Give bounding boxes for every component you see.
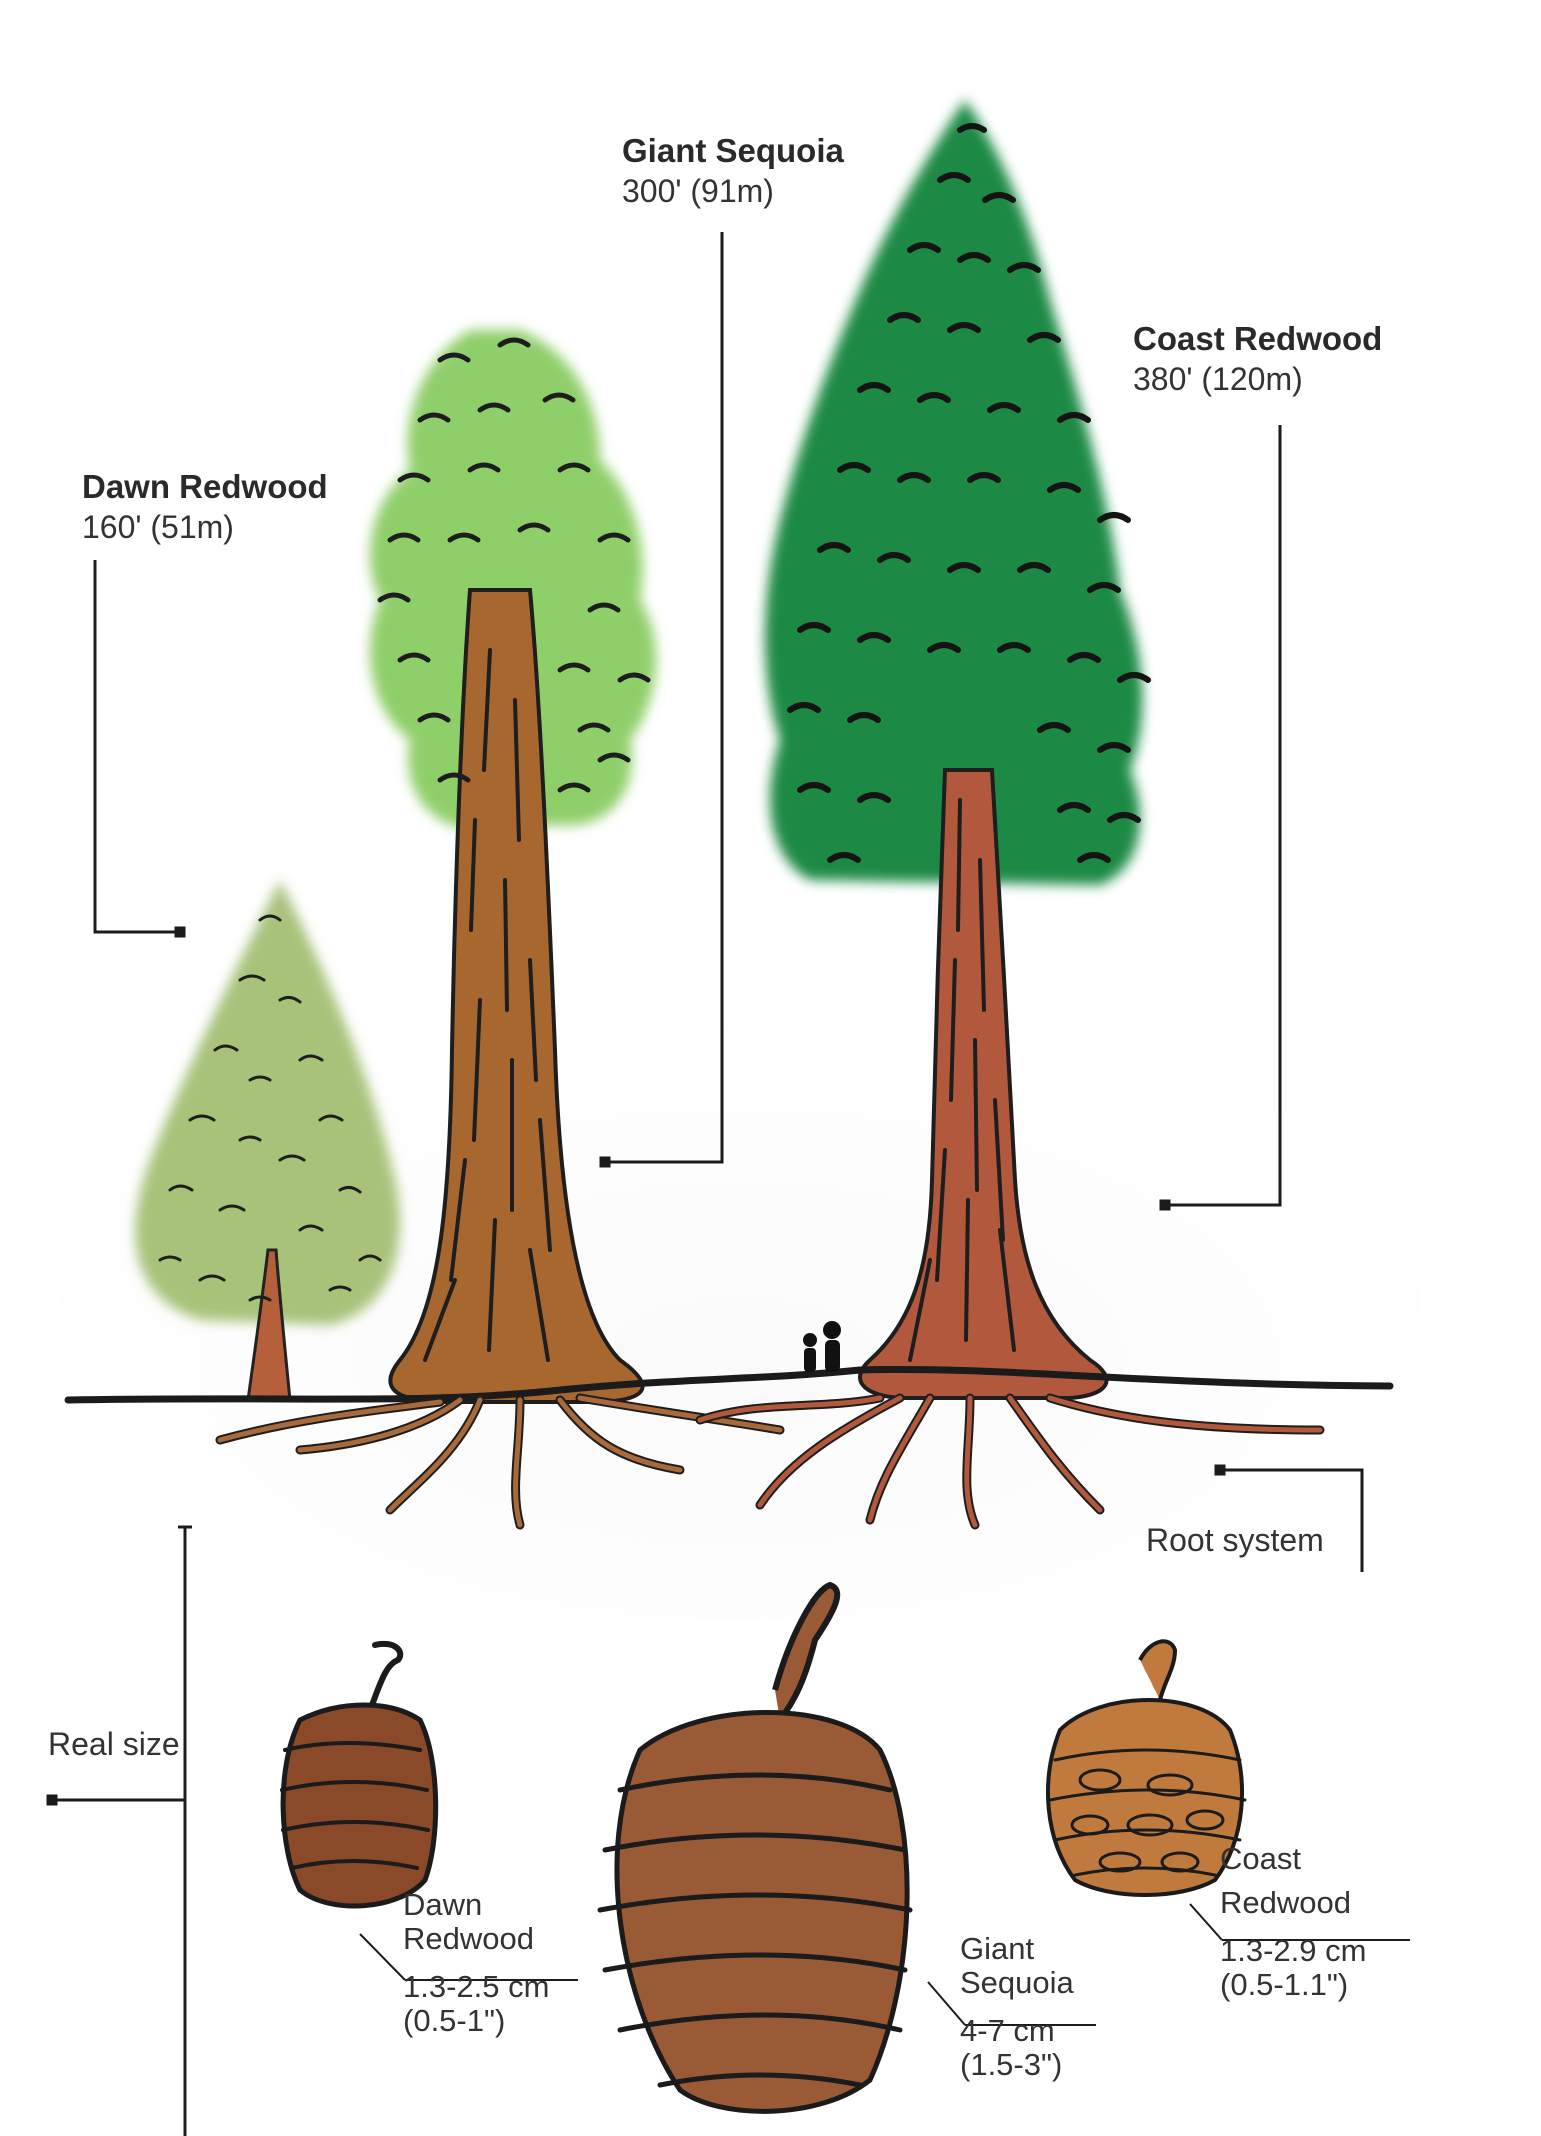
- coast-redwood-cone-size-inch: (0.5-1.1"): [1220, 1967, 1349, 2003]
- giant-sequoia-leader: [605, 232, 724, 1164]
- ground-line: [64, 1365, 1394, 1404]
- dawn-redwood-leader: [93, 560, 180, 934]
- people-silhouettes: [803, 1321, 841, 1372]
- giant-sequoia-label: Giant Sequoia 300' (91m): [622, 130, 844, 211]
- giant-sequoia-bark-marks: [423, 648, 552, 1362]
- dawn-redwood-cone-name-2: Redwood: [403, 1921, 534, 1957]
- leader-lines: [46, 232, 1410, 2136]
- coast-redwood-cone-name-1: Coast: [1220, 1841, 1301, 1876]
- giant-sequoia-cone: [597, 1581, 913, 2114]
- giant-sequoia-cone-name-2: Sequoia: [960, 1965, 1074, 2001]
- coast-redwood-cone-size: 1.3-2.9 cm: [1220, 1933, 1367, 1969]
- root-system-drawing: [215, 1393, 1325, 1530]
- giant-sequoia-name: Giant Sequoia: [622, 132, 844, 169]
- coast-redwood-foliage-marks: [787, 123, 1151, 863]
- dawn-redwood-cone-label: Dawn Redwood 1.3-2.5 cm (0.5-1"): [403, 1887, 550, 2039]
- giant-sequoia-height: 300' (91m): [622, 173, 774, 210]
- giant-sequoia-cone-size-inch: (1.5-3"): [960, 2047, 1063, 2083]
- giant-sequoia-tree: [370, 330, 657, 1404]
- root-system-leader: [1220, 1468, 1364, 1572]
- real-size-label: Real size: [48, 1726, 180, 1762]
- giant-sequoia-foliage-marks: [377, 337, 651, 793]
- coast-redwood-height: 380' (120m): [1133, 361, 1303, 398]
- dawn-redwood-foliage: [135, 880, 400, 1325]
- coast-redwood-leader: [1165, 425, 1282, 1207]
- dawn-redwood-cone-size: 1.3-2.5 cm: [403, 1969, 550, 2005]
- coast-redwood-label: Coast Redwood 380' (120m): [1133, 318, 1382, 399]
- coast-redwood-bark-marks: [908, 798, 1016, 1362]
- coast-redwood-cone: [1046, 1639, 1247, 1897]
- dawn-redwood-cone: [280, 1640, 439, 1909]
- dawn-redwood-tree: [135, 880, 400, 1402]
- dawn-redwood-height: 160' (51m): [82, 509, 234, 546]
- root-system-label: Root system: [1146, 1522, 1324, 1558]
- coast-redwood-tree: [765, 100, 1151, 1400]
- dawn-redwood-label: Dawn Redwood 160' (51m): [82, 466, 328, 547]
- coast-redwood-trunk: [858, 768, 1109, 1400]
- coast-redwood-name: Coast Redwood: [1133, 320, 1383, 357]
- dawn-redwood-cone-size-inch: (0.5-1"): [403, 2003, 506, 2039]
- coast-redwood-cone-name-2: Redwood: [1220, 1885, 1351, 1921]
- giant-sequoia-cone-name-1: Giant: [960, 1931, 1035, 1966]
- dawn-redwood-cone-name-1: Dawn: [403, 1887, 483, 1922]
- dawn-redwood-name: Dawn Redwood: [82, 468, 328, 505]
- giant-sequoia-cone-label: Giant Sequoia 4-7 cm (1.5-3"): [960, 1931, 1074, 2083]
- giant-sequoia-cone-size: 4-7 cm: [960, 2013, 1055, 2049]
- dawn-redwood-needles: [158, 914, 382, 1302]
- giant-sequoia-foliage: [370, 330, 657, 830]
- coast-redwood-cone-label: Coast Redwood 1.3-2.9 cm (0.5-1.1"): [1220, 1841, 1367, 2003]
- coast-redwood-foliage: [765, 100, 1143, 885]
